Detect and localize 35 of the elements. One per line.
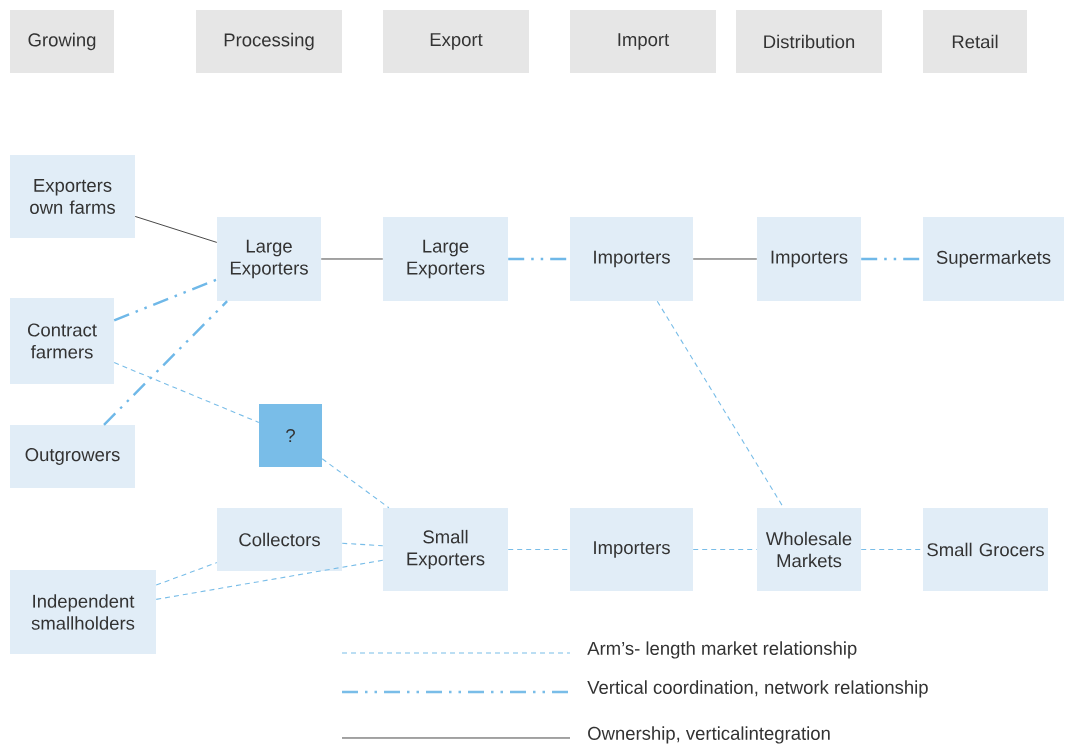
actor-box: Collectors xyxy=(217,508,342,571)
connector xyxy=(113,278,218,322)
actor-box: Large Exporters xyxy=(217,217,321,301)
connector xyxy=(692,548,758,551)
connector xyxy=(320,258,384,260)
legend-text: Ownership, verticalintegration xyxy=(588,726,830,744)
actor-box: Importers xyxy=(570,217,693,301)
stage-header: Processing xyxy=(196,10,342,73)
stage-header: Import xyxy=(570,10,716,73)
connector xyxy=(103,300,228,426)
connector xyxy=(113,362,260,423)
connector xyxy=(692,258,758,260)
actor-box: Small Exporters xyxy=(383,508,508,591)
stage-header: Export xyxy=(383,10,529,73)
stage-header: Growing xyxy=(10,10,114,73)
actor-box: Contract farmers xyxy=(10,298,114,384)
unknown-box: ? xyxy=(259,404,322,467)
legend-text: Vertical coordination, network relationship xyxy=(587,680,928,698)
connector xyxy=(155,559,384,600)
actor-box: Exporters own farms xyxy=(10,155,135,238)
actor-box: Independent smallholders xyxy=(10,570,156,654)
actor-box: Supermarkets xyxy=(923,217,1064,301)
actor-box: Small Grocers xyxy=(923,508,1048,591)
stage-header: Retail xyxy=(923,10,1027,73)
actor-box: Importers xyxy=(757,217,861,301)
actor-box: Large Exporters xyxy=(383,217,508,301)
connector xyxy=(155,562,218,586)
actor-box: Outgrowers xyxy=(10,425,135,488)
actor-box: Wholesale Markets xyxy=(757,508,861,591)
actor-box: Importers xyxy=(570,508,693,591)
connector xyxy=(321,458,390,509)
stage-header: Distribution xyxy=(736,10,882,73)
connector xyxy=(341,542,384,547)
legend-text: Arm’s- length market relationship xyxy=(587,641,857,659)
connector xyxy=(134,216,218,243)
